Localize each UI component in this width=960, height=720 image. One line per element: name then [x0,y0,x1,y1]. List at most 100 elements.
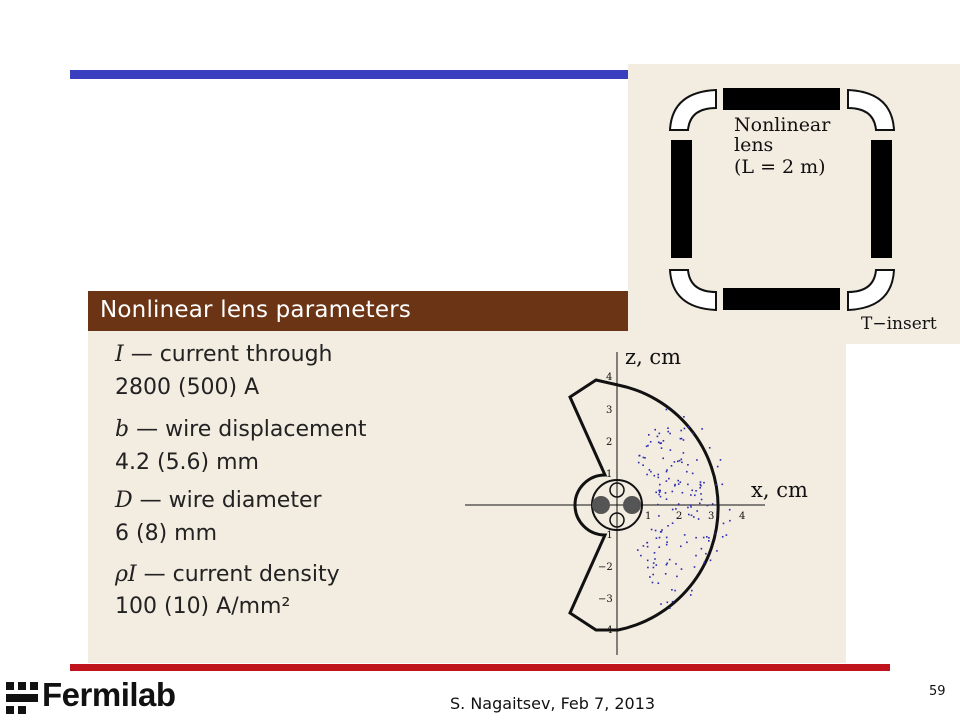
particle-dot [687,506,689,509]
particle-dot [690,594,692,596]
particle-dot [701,428,703,430]
particle-dot [671,522,674,524]
particle-dot [700,498,703,501]
particle-dot [691,589,693,592]
particle-dot [652,566,655,569]
particle-dot [657,441,660,444]
particle-dot [657,476,660,479]
z-axis-label: z, cm [625,345,681,369]
x-tick-label: 4 [739,511,745,522]
bend-top-right [847,88,896,131]
bend-bottom-right [847,269,896,312]
particle-dot [650,470,652,473]
z-tick-label: 3 [606,405,612,416]
magnet-left [671,140,692,258]
z-tick-label: −2 [598,562,613,573]
particle-dot [666,601,669,604]
particle-dot [714,532,717,535]
particle-dot [647,444,649,447]
bottom-rule [70,664,890,671]
particle-dot [705,552,707,555]
particle-dot [654,428,656,431]
particle-dot [660,530,663,533]
particle-dot [716,550,718,552]
particle-dot [665,470,668,473]
particle-dot [703,481,705,484]
x-tick-label: 1 [645,511,651,522]
particle-dot [646,541,648,544]
particle-dot [674,484,676,487]
particle-dot [673,461,676,463]
magnet-top [723,88,840,110]
particle-dot [671,490,674,493]
particle-dot [645,445,648,448]
particle-dot [646,545,649,548]
particle-dot [671,589,673,591]
particle-dot [675,508,677,510]
particle-dot [729,519,731,522]
particle-dot [654,529,657,532]
particle-dot [659,495,662,498]
particle-dot [721,536,724,538]
particle-dot [644,457,646,459]
particle-dot [716,465,719,468]
particle-dot [695,554,697,557]
particle-dot [697,518,700,520]
z-tick-label: −1 [598,530,613,541]
particle-dot [670,465,673,467]
particle-dot [681,491,684,494]
particle-dot [677,479,679,482]
z-tick-label: 1 [606,469,612,480]
particle-dot [652,562,655,564]
particle-dot [693,566,696,568]
particle-dot [708,447,711,449]
particle-dot [658,432,661,435]
particle-dot [708,537,710,539]
particle-dot [666,562,668,565]
z-tick-label: 4 [606,372,612,383]
param-symbol: ρI [115,562,137,587]
particle-dot [694,494,696,497]
z-tick-label: 2 [606,437,612,448]
z-tick-label: −4 [598,625,613,636]
particle-dot [662,457,664,460]
particle-dot [688,513,690,516]
footer-author-date: S. Nagaitsev, Feb 7, 2013 [450,694,656,713]
particle-dot [665,543,668,546]
particle-dot [654,558,656,560]
particle-dot [721,483,724,486]
x-tick-label: 2 [676,511,682,522]
param-diameter-value: 6 (8) mm [115,521,218,546]
bend-top-left [668,88,717,131]
particle-dot [665,563,668,566]
particle-dot [640,554,642,557]
particle-dot [661,529,663,531]
particle-dot [655,491,657,494]
param-symbol: D [115,488,133,513]
particle-dot [658,491,661,493]
particle-dot [659,489,661,492]
particle-dot [703,561,705,564]
particle-dot [686,470,688,473]
particle-dot [679,437,682,440]
particle-dot [690,506,692,508]
particle-dot [709,559,712,562]
param-desc: — wire displacement [129,417,367,442]
particle-dot [687,426,690,428]
particle-dot [695,490,697,492]
particle-dot [677,460,679,463]
particle-dot [686,541,688,544]
particle-dot [677,483,680,485]
particle-dot [665,480,668,482]
particle-dot [655,564,658,566]
param-current-value: 2800 (500) A [115,375,260,400]
particle-dot [711,503,714,505]
particle-dot [675,563,677,565]
particle-dot [662,440,665,442]
param-density-value: 100 (10) A/mm² [115,594,291,619]
particle-dot [667,525,669,527]
content-box [88,291,846,663]
particle-dots [637,408,731,609]
param-desc: — wire diameter [132,488,322,513]
particle-dot [706,536,708,538]
